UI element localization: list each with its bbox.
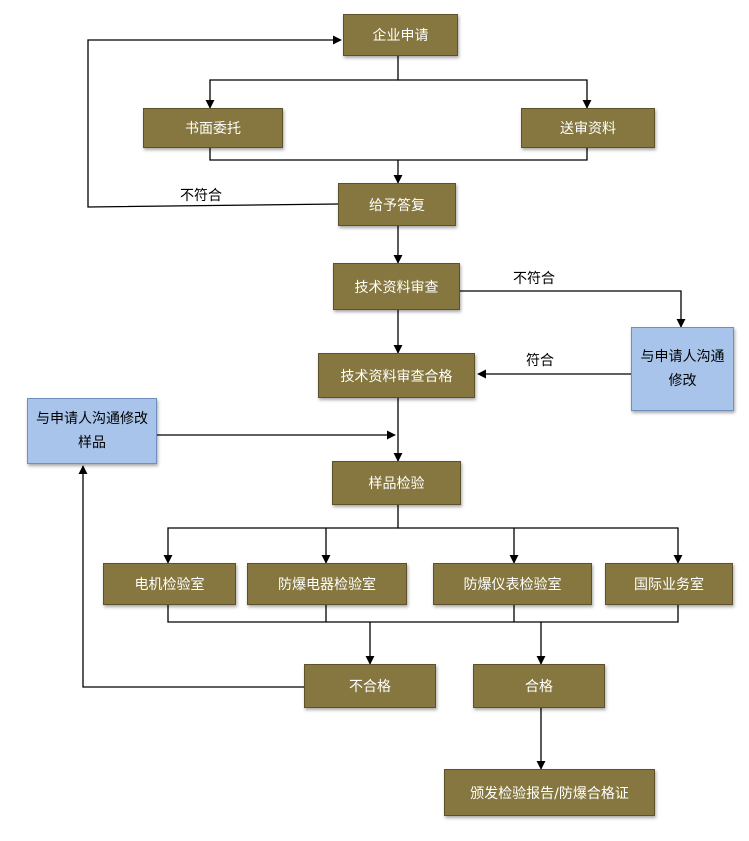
node-written-text: 书面委托 bbox=[185, 121, 241, 137]
node-certificate: 颁发检验报告/防爆合格证 bbox=[444, 769, 655, 816]
node-apply-text: 企业申请 bbox=[372, 28, 429, 44]
node-review-text: 技术资料审查 bbox=[354, 279, 439, 296]
line-apply-split bbox=[205, 56, 399, 109]
line-apply-submit bbox=[398, 79, 592, 109]
node-reply: 给予答复 bbox=[338, 183, 456, 226]
line-sample-labs bbox=[163, 505, 399, 564]
node-lab-intl: 国际业务室 bbox=[605, 563, 733, 605]
label-review-not-ok: 不符合 bbox=[513, 271, 555, 287]
node-fail: 不合格 bbox=[304, 664, 436, 708]
node-submit-text: 送审资料 bbox=[560, 121, 616, 137]
node-written: 书面委托 bbox=[143, 108, 283, 148]
node-sample-test-text: 样品检验 bbox=[368, 476, 425, 492]
node-lab-instrument: 防爆仪表检验室 bbox=[433, 563, 592, 605]
node-sample-test: 样品检验 bbox=[332, 461, 461, 505]
node-certificate-text: 颁发检验报告/防爆合格证 bbox=[470, 785, 629, 802]
line-reply-back bbox=[87, 35, 342, 208]
line-review-contact bbox=[460, 290, 686, 328]
node-lab-instrument-text: 防爆仪表检验室 bbox=[463, 577, 562, 593]
node-reply-text: 给予答复 bbox=[369, 197, 425, 214]
line-labs-intl bbox=[398, 527, 683, 564]
label-reply-not-ok: 不符合 bbox=[180, 188, 222, 204]
node-pass: 合格 bbox=[473, 664, 605, 708]
line-fail-back bbox=[78, 465, 304, 688]
node-lab-intl-text: 国际业务室 bbox=[634, 577, 704, 593]
node-lab-motor-text: 电机检验室 bbox=[134, 577, 205, 593]
node-contact-sample: 与申请人沟通修改样品 bbox=[27, 398, 157, 464]
node-fail-text: 不合格 bbox=[349, 679, 391, 695]
line-labs-bottom bbox=[167, 605, 679, 623]
node-lab-electrical-text: 防爆电器检验室 bbox=[278, 577, 376, 593]
node-contact-modify-text: 与申请人沟通修改 bbox=[640, 349, 725, 389]
node-review-pass: 技术资料审查合格 bbox=[318, 353, 475, 398]
node-review: 技术资料审查 bbox=[333, 263, 460, 310]
node-contact-modify: 与申请人沟通修改 bbox=[631, 327, 734, 411]
node-lab-electrical: 防爆电器检验室 bbox=[247, 563, 407, 605]
label-modify-ok: 符合 bbox=[526, 353, 554, 369]
node-lab-motor: 电机检验室 bbox=[103, 563, 236, 605]
node-submit: 送审资料 bbox=[521, 108, 655, 148]
line-written-merge bbox=[209, 148, 588, 161]
node-apply: 企业申请 bbox=[343, 14, 458, 56]
node-contact-sample-text: 与申请人沟通修改样品 bbox=[36, 411, 148, 451]
node-review-pass-text: 技术资料审查合格 bbox=[340, 368, 453, 385]
node-pass-text: 合格 bbox=[525, 679, 553, 695]
